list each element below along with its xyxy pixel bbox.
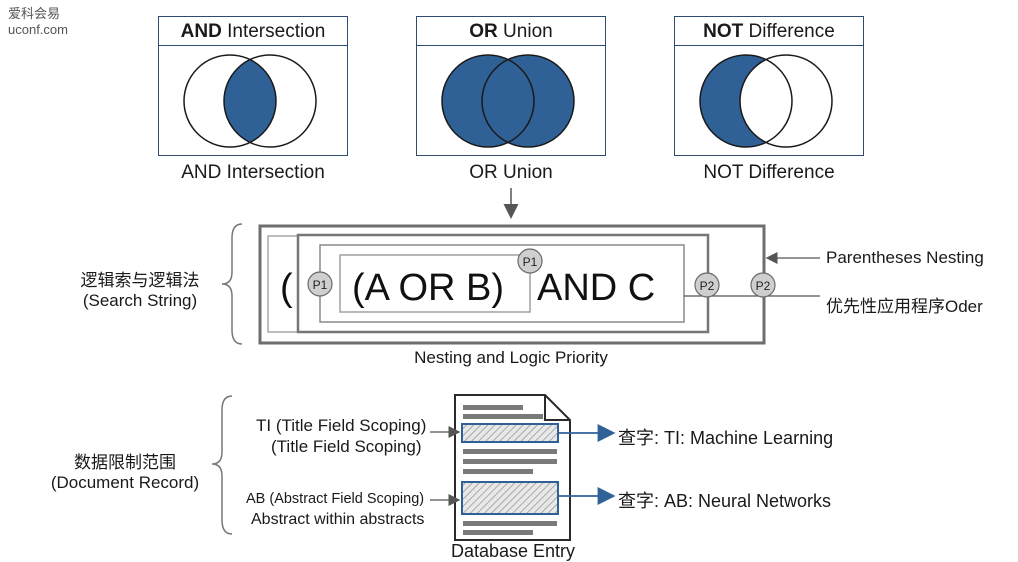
badge-p1-left-label: P1 — [313, 278, 328, 292]
badge-p2-inner-label: P2 — [700, 279, 715, 293]
ab-result: 查字: AB: Neural Networks — [618, 491, 832, 511]
venn-or-title-bold: OR — [469, 21, 498, 42]
doc-line-6 — [463, 521, 557, 526]
venn-not-circle-b-mask — [740, 55, 832, 147]
venn-not-panel: NOT Difference — [674, 16, 864, 156]
venn-or-caption: OR Union — [469, 162, 553, 183]
parentheses-nesting-label: Parentheses Nesting — [826, 248, 984, 267]
document-left-label-2: (Document Record) — [50, 473, 200, 492]
venn-and-title-rest: Intersection — [221, 21, 326, 42]
frame-inner — [339, 254, 531, 313]
venn-or-circle-b — [481, 54, 575, 148]
venn-and-circle-a — [183, 54, 277, 148]
venn-not-title-rest: Difference — [743, 21, 835, 42]
venn-not-title: NOT Difference — [675, 17, 863, 46]
document-caption: Database Entry — [450, 541, 576, 561]
doc-line-3 — [463, 449, 557, 454]
venn-not-circle-b — [739, 54, 833, 148]
open-paren: ( — [280, 267, 293, 309]
venn-not-diagram — [699, 54, 833, 148]
nesting-left-label-1: 逻辑索与逻辑法 — [80, 271, 200, 290]
venn-or-panel: OR Union — [416, 16, 606, 156]
badge-p1-left — [307, 271, 333, 297]
doc-ti-field — [461, 423, 559, 443]
venn-or-diagram — [441, 54, 575, 148]
ab-label-line-2: Abstract within abstracts — [251, 511, 425, 528]
badge-p1-top — [517, 248, 543, 274]
ab-label-line-1: AB (Abstract Field Scoping) — [246, 491, 425, 507]
venn-and-title-bold: AND — [180, 21, 222, 42]
ti-label-line-2: (Title Field Scoping) — [271, 437, 422, 456]
nesting-caption: Nesting and Logic Priority — [414, 348, 608, 367]
doc-line-5 — [463, 469, 533, 474]
watermark: 爱科会易 uconf.com — [8, 6, 68, 38]
document-left-label-1: 数据限制范围 — [74, 453, 176, 472]
doc-ab-field — [461, 481, 559, 515]
venn-or-circle-a — [441, 54, 535, 148]
venn-and-intersection — [224, 55, 276, 147]
doc-line-4 — [463, 459, 557, 464]
venn-not-title-bold: NOT — [703, 21, 744, 42]
nesting-left-label-2: (Search String) — [82, 291, 198, 310]
badge-p2-outer — [750, 272, 776, 298]
doc-line-2 — [463, 414, 543, 419]
badge-p1-top-label: P1 — [523, 255, 538, 269]
watermark-line-1: 爱科会易 — [8, 6, 61, 21]
badge-p2-inner — [694, 272, 720, 298]
venn-or-title: OR Union — [417, 17, 605, 46]
venn-or-circle-b-fill — [482, 55, 574, 147]
nesting-left-label: 逻辑索与逻辑法 (Search String) — [60, 266, 220, 311]
venn-and-caption: AND Intersection — [181, 162, 325, 183]
watermark-line-2: uconf.com — [8, 22, 68, 37]
ti-label-line-1: TI (Title Field Scoping) — [256, 416, 427, 435]
priority-order-label: 优先性应用程序Oder — [826, 297, 983, 316]
doc-line-7 — [463, 530, 533, 535]
venn-and-title: AND Intersection — [159, 17, 347, 46]
venn-and-diagram — [183, 54, 317, 148]
document-fold — [544, 395, 570, 421]
venn-not-circle-a — [699, 54, 793, 148]
expression-tail: AND C — [537, 267, 655, 309]
nesting-brace — [221, 223, 243, 345]
document-brace — [211, 395, 233, 535]
doc-line-1 — [463, 405, 523, 410]
venn-and-panel: AND Intersection — [158, 16, 348, 156]
expression-inner: (A OR B) — [352, 267, 504, 309]
badge-p2-outer-label: P2 — [756, 279, 771, 293]
frame-outer — [258, 224, 766, 345]
venn-or-title-rest: Union — [497, 21, 553, 42]
ti-result: 查字: TI: Machine Learning — [618, 428, 834, 448]
document-left-label: 数据限制范围 (Document Record) — [40, 448, 210, 493]
venn-not-caption: NOT Difference — [703, 162, 835, 183]
venn-and-circle-b — [223, 54, 317, 148]
